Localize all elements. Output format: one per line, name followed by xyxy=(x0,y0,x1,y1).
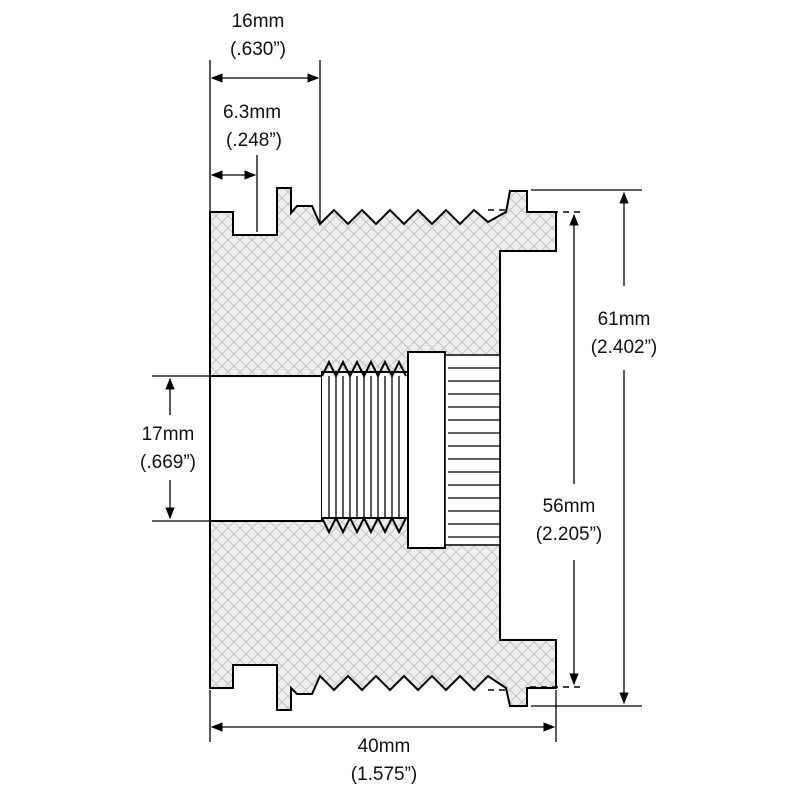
svg-text:56mm: 56mm xyxy=(543,496,596,517)
dimension-arrows xyxy=(165,73,629,732)
dim-bore-label: 17mm (.669”) xyxy=(140,424,196,473)
svg-text:17mm: 17mm xyxy=(142,424,195,445)
svg-text:16mm: 16mm xyxy=(232,11,285,32)
svg-text:6.3mm: 6.3mm xyxy=(223,102,281,123)
svg-text:(2.205”): (2.205”) xyxy=(536,524,603,545)
dim-groove-label: 6.3mm (.248”) xyxy=(223,102,282,151)
svg-text:61mm: 61mm xyxy=(598,309,651,330)
dim-width-total-label: 16mm (.630”) xyxy=(230,11,286,60)
svg-text:(2.402”): (2.402”) xyxy=(591,337,658,358)
dim-flange-diameter-label: 56mm (2.205”) xyxy=(536,496,603,545)
bore xyxy=(209,375,323,522)
thread-section xyxy=(321,359,408,535)
svg-text:40mm: 40mm xyxy=(358,736,411,757)
dashed-lines xyxy=(488,209,508,691)
extension-lines xyxy=(152,60,642,742)
svg-text:(1.575”): (1.575”) xyxy=(351,764,418,785)
svg-text:(.630”): (.630”) xyxy=(230,39,286,60)
spline-section xyxy=(407,351,501,549)
dim-outer-diameter-label: 61mm (2.402”) xyxy=(591,309,658,358)
dim-overall-length-label: 40mm (1.575”) xyxy=(351,736,418,785)
svg-text:(.248”): (.248”) xyxy=(226,130,282,151)
svg-text:(.669”): (.669”) xyxy=(140,452,196,473)
